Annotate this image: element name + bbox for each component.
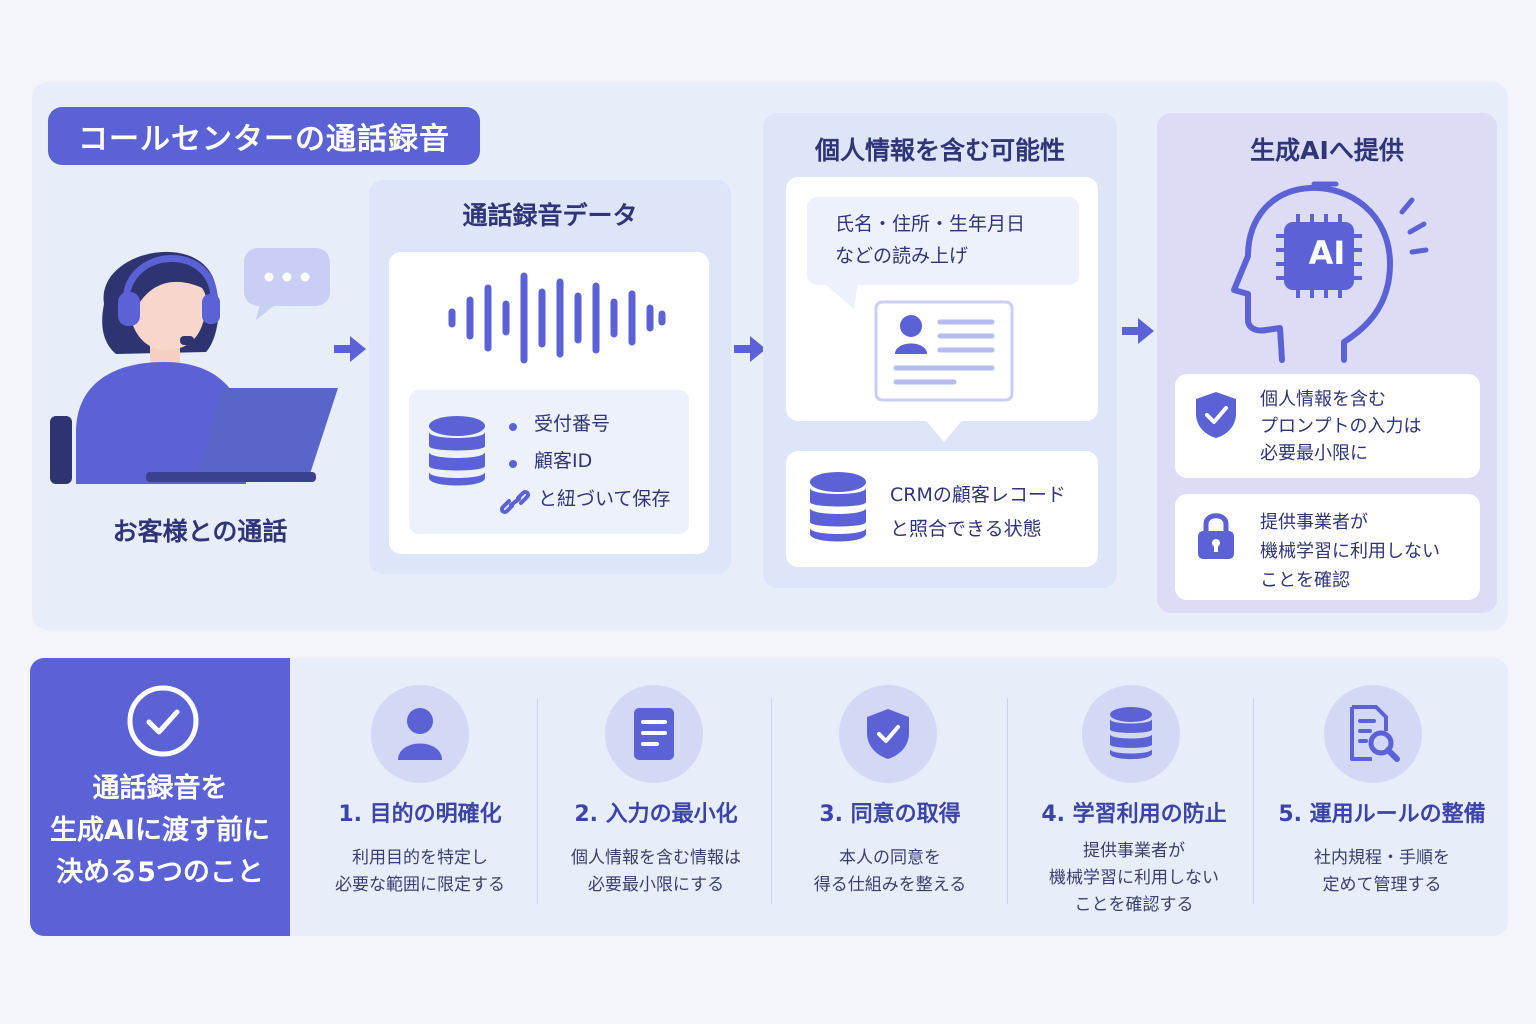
summary-text: 通話録音を 生成AIに渡す前に 決める5つのこと [30, 768, 290, 894]
document-icon [634, 708, 674, 760]
database-icon [810, 472, 866, 542]
step-line: 社内規程・手順を [1314, 848, 1450, 868]
ai-chip-label: AI [1308, 234, 1346, 272]
key-item: 受付番号 [534, 413, 611, 435]
step-line: 機械学習に利用しない [1049, 868, 1219, 889]
crm-card [786, 451, 1098, 567]
rule-line: 必要最小限に [1260, 443, 1368, 464]
link-icon [500, 489, 530, 515]
divider [1253, 698, 1254, 904]
learning-rule-text: 提供事業者が 機械学習に利用しない ことを確認 [1260, 508, 1440, 595]
rule-line: プロンプトの入力は [1260, 416, 1422, 437]
step-line: ことを確認する [1074, 895, 1194, 916]
divider [1007, 698, 1008, 904]
id-card-icon [874, 300, 1014, 402]
waveform-icon [448, 272, 666, 364]
step-line: 必要最小限にする [587, 875, 725, 896]
divider [771, 698, 772, 904]
shield-check-icon [867, 709, 909, 759]
ai-head-icon [1231, 181, 1429, 363]
database-icon [429, 416, 485, 486]
summary-block [30, 658, 290, 936]
step-description: 本人の同意を 得る仕組みを整える [770, 845, 1010, 899]
step-icon-circle [1082, 685, 1180, 783]
step-title: 1. 目的の明確化 [338, 802, 502, 827]
page-title: コールセンターの通話録音 [48, 107, 480, 165]
step-icon-circle [839, 685, 937, 783]
step-icon-circle [605, 685, 703, 783]
step-title: 3. 同意の取得 [819, 802, 961, 827]
bubble-line: などの読み上げ [835, 245, 969, 267]
lock-icon [1198, 513, 1234, 559]
arrow-right-icon [334, 336, 366, 362]
stage2-title: 通話録音データ [462, 201, 638, 230]
step-title: 2. 入力の最小化 [574, 802, 738, 827]
bubble-line: 氏名・住所・生年月日 [835, 213, 1026, 235]
arrow-right-icon [1122, 318, 1154, 344]
operator-illustration [50, 248, 338, 484]
key-item: 顧客ID [534, 450, 593, 472]
user-icon [398, 708, 442, 760]
step-description: 社内規程・手順を 定めて管理する [1262, 845, 1502, 899]
summary-line: 生成AIに渡す前に [50, 814, 270, 846]
card-pointer [924, 418, 964, 442]
database-icon [1110, 707, 1152, 760]
crm-line: CRMの顧客レコード [890, 484, 1066, 506]
rule-line: 個人情報を含む [1260, 389, 1386, 410]
divider [537, 698, 538, 904]
stage4-title: 生成AIへ提供 [1250, 136, 1404, 165]
crm-line: と照合できる状態 [890, 518, 1042, 540]
bullet-icon [509, 423, 517, 431]
document-search-icon [1350, 705, 1400, 762]
step-line: 本人の同意を [839, 848, 941, 868]
step-title: 5. 運用ルールの整備 [1278, 802, 1486, 827]
step-line: 得る仕組みを整える [813, 875, 967, 896]
rule-line: 機械学習に利用しない [1260, 541, 1440, 562]
bubble-tail [824, 283, 858, 309]
step-icon-circle [371, 685, 469, 783]
speech-bubble-icon [244, 248, 330, 320]
summary-line: 通話録音を [92, 773, 228, 804]
step-description: 個人情報を含む情報は 必要最小限にする [536, 845, 776, 899]
link-text: と紐づいて保存 [538, 488, 671, 510]
step-line: 提供事業者が [1083, 841, 1185, 861]
rule-line: ことを確認 [1260, 570, 1350, 591]
shield-check-icon [1196, 392, 1236, 438]
step-description: 提供事業者が 機械学習に利用しない ことを確認する [1012, 838, 1256, 920]
step-line: 定めて管理する [1322, 875, 1442, 896]
step-line: 利用目的を特定し [352, 848, 488, 868]
step-line: 個人情報を含む情報は [571, 848, 741, 868]
stage1-caption: お客様との通話 [112, 517, 288, 546]
arrow-right-icon [734, 336, 766, 362]
prompt-rule-text: 個人情報を含む プロンプトの入力は 必要最小限に [1260, 386, 1421, 467]
step-icon-circle [1324, 685, 1422, 783]
step-description: 利用目的を特定し 必要な範囲に限定する [300, 845, 540, 899]
check-circle-icon [127, 685, 199, 757]
step-title: 4. 学習利用の防止 [1041, 802, 1227, 827]
rule-line: 提供事業者が [1260, 512, 1368, 533]
bullet-icon [509, 460, 517, 468]
stage3-title: 個人情報を含む可能性 [814, 136, 1065, 165]
step-line: 必要な範囲に限定する [335, 875, 505, 896]
summary-line: 決める5つのこと [56, 856, 264, 888]
speech-bubble [807, 197, 1079, 285]
